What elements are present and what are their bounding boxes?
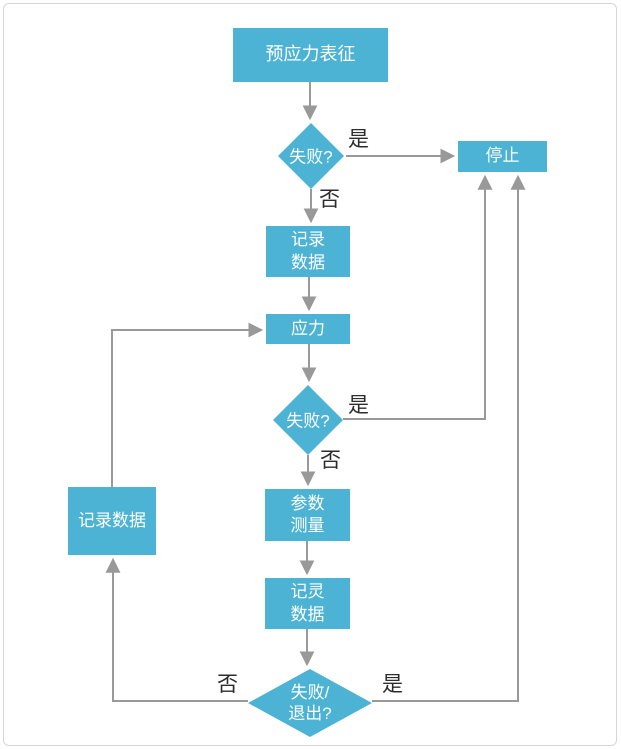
decision2-diamond-shape xyxy=(273,385,343,455)
node-record-data-loop: 记录数据 xyxy=(68,487,156,555)
edge-label-no-3: 否 xyxy=(217,673,238,696)
decision1-diamond-shape xyxy=(278,123,344,189)
edge-decision3-recordloop xyxy=(105,557,248,702)
edge-decision3-stop xyxy=(372,174,526,702)
edge-label-no-2: 否 xyxy=(320,449,341,472)
node-stop: 停止 xyxy=(458,141,547,172)
node-prestress-characterization: 预应力表征 xyxy=(233,28,388,82)
edge-label-yes-2: 是 xyxy=(348,394,369,417)
node-fail-decision-2-label: 失败? xyxy=(286,411,330,431)
node-fail-decision-1-label: 失败? xyxy=(289,147,333,167)
edge-label-yes-1: 是 xyxy=(348,128,369,151)
node-record-data-1: 记录 数据 xyxy=(266,226,350,277)
edge-decision2-stop xyxy=(343,174,493,420)
node-record-data-2: 记灵 数据 xyxy=(265,578,350,629)
node-fail-exit-decision-label: 失败/ 退出? xyxy=(288,682,332,723)
edge-recordloop-stress xyxy=(111,322,264,487)
decision3-diamond-shape xyxy=(248,669,372,737)
edge-label-yes-3: 是 xyxy=(382,673,403,696)
node-parameter-measurement: 参数 测量 xyxy=(265,489,350,541)
edge-label-no-1: 否 xyxy=(319,188,340,211)
node-stress: 应力 xyxy=(266,314,350,344)
